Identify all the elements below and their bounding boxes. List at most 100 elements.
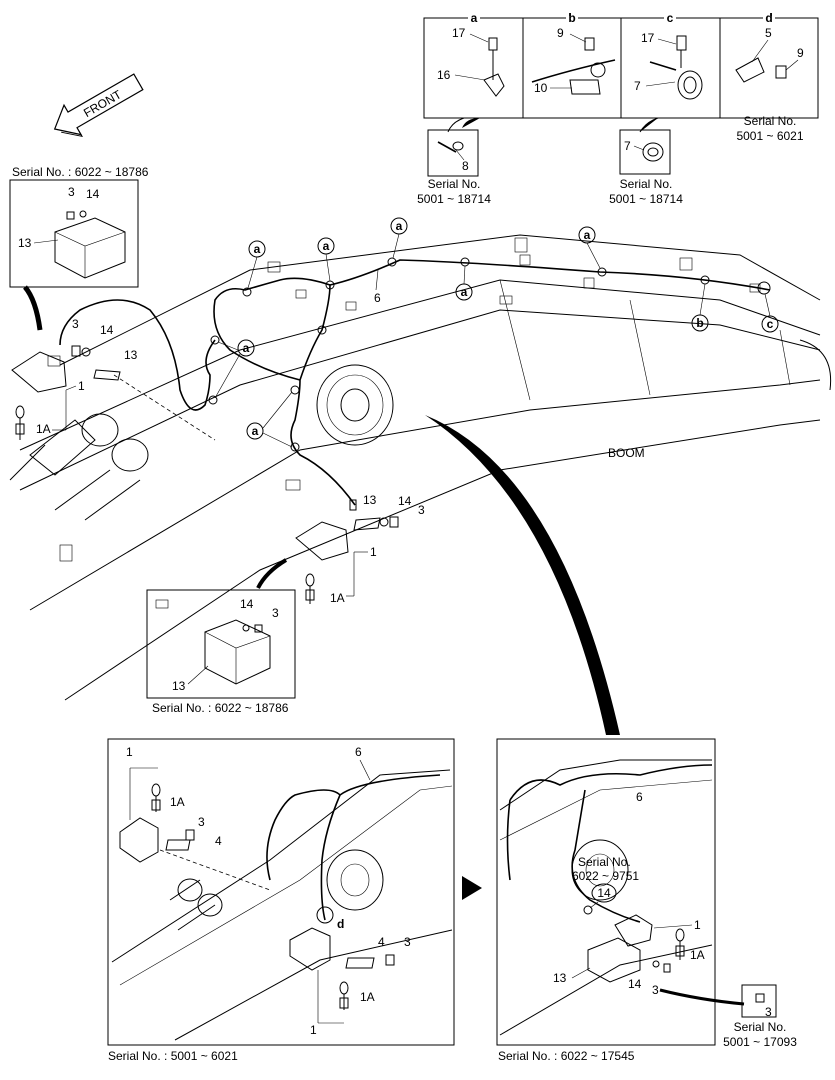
callout-1a-mid: 1A <box>330 591 345 605</box>
mid-inset-callout-14: 14 <box>240 597 254 611</box>
clip-callouts: a a a a a a a b c 6 <box>214 217 779 448</box>
callout-14-left: 14 <box>100 323 114 337</box>
mid-inset-serial: Serial No. : 6022 ~ 18786 <box>152 701 289 715</box>
serial-d-range: 5001 ~ 6021 <box>736 129 803 143</box>
bl-clip-d-circle <box>316 906 334 924</box>
bracket-icon <box>353 517 381 531</box>
callout-3-left: 3 <box>72 317 79 331</box>
br-sub-serial-label: Serial No. <box>578 855 631 869</box>
svg-text:a: a <box>254 242 261 256</box>
callout-16: 16 <box>437 68 451 82</box>
corner-callout-3: 3 <box>765 1005 772 1019</box>
wire-harness <box>59 257 771 506</box>
svg-text:c: c <box>767 317 774 331</box>
bl-callout-d: d <box>337 917 344 931</box>
callout-13-left: 13 <box>124 348 138 362</box>
front-arrow: FRONT <box>53 73 144 138</box>
inset-callout-3: 3 <box>68 185 75 199</box>
bracket-icon <box>569 79 601 95</box>
callout-10: 10 <box>534 81 548 95</box>
svg-text:c: c <box>667 11 674 25</box>
bl-callout-6: 6 <box>355 745 362 759</box>
serial-d-label: Serial No. <box>744 114 797 128</box>
callout-harness-6: 6 <box>374 291 381 305</box>
callout-1a-left: 1A <box>36 422 51 436</box>
bottom-left-serial: Serial No. : 5001 ~ 6021 <box>108 1049 238 1063</box>
bolt-icon <box>584 37 595 51</box>
top-detail-table: a b c d a b c d 17 16 9 10 17 <box>417 11 819 206</box>
callout-7-c: 7 <box>634 79 641 93</box>
serial-sub-a-range: 5001 ~ 18714 <box>417 192 491 206</box>
callout-1-left: 1 <box>78 379 85 393</box>
sweep-arrow <box>425 415 620 735</box>
svg-text:a: a <box>461 285 468 299</box>
inset-callout-14: 14 <box>86 187 100 201</box>
bracket-icon <box>735 57 765 83</box>
callout-9-b: 9 <box>557 26 564 40</box>
bulb-icon <box>339 981 349 1010</box>
serial-sub-c-label: Serial No. <box>620 177 673 191</box>
callout-3-mid: 3 <box>418 503 425 517</box>
serial-sub-c-range: 5001 ~ 18714 <box>609 192 683 206</box>
br-callout-1: 1 <box>694 918 701 932</box>
clip-callout-a: a <box>455 265 473 301</box>
left-inset: Serial No. : 6022 ~ 18786 3 14 13 <box>9 165 149 331</box>
sub-detail-c <box>619 129 671 175</box>
bl-callout-1a-bottom: 1A <box>360 990 375 1004</box>
callout-5: 5 <box>765 26 772 40</box>
work-lamp-icon <box>295 521 349 561</box>
br-callout-1a: 1A <box>690 948 705 962</box>
mid-inset-callout-13: 13 <box>172 679 186 693</box>
mid-work-lamp: 13 14 3 1 1A <box>256 479 425 605</box>
clip-callout-a: a <box>246 391 293 448</box>
br-callout-14-top: 14 <box>597 886 611 900</box>
callout-17-c: 17 <box>641 31 655 45</box>
boom-label: BOOM <box>608 446 645 460</box>
br-callout-6: 6 <box>636 790 643 804</box>
boom-pivot <box>316 364 394 446</box>
corner-inset: 3 Serial No. 5001 ~ 17093 <box>723 984 797 1049</box>
callout-17-a: 17 <box>452 26 466 40</box>
svg-text:a: a <box>471 11 478 25</box>
bl-callout-1-top: 1 <box>126 745 133 759</box>
bl-callout-4-bottom: 4 <box>378 935 385 949</box>
bl-callout-4-top: 4 <box>215 834 222 848</box>
bottom-right-panel: 6 Serial No. 6022 ~ 9751 14 1 1A 13 14 3… <box>496 738 745 1063</box>
svg-text:b: b <box>568 11 575 25</box>
bracket-icon <box>93 369 121 381</box>
boom-foot-right <box>111 438 149 472</box>
bracket-icon <box>345 957 375 969</box>
bolt-icon <box>775 65 787 79</box>
bottom-left-panel: 1 1A 3 4 6 d 4 3 1A 1 Serial No. : 5001 … <box>107 738 455 1063</box>
work-lamp-icon <box>289 927 331 971</box>
clip-callout-a: a <box>390 217 408 259</box>
next-arrow-icon <box>462 876 482 900</box>
bolt-icon <box>676 35 687 51</box>
callout-13-mid: 13 <box>363 493 377 507</box>
bl-callout-3-bottom: 3 <box>404 935 411 949</box>
svg-text:a: a <box>584 228 591 242</box>
bulb-icon <box>15 405 25 440</box>
svg-text:a: a <box>243 341 250 355</box>
callout-8: 8 <box>462 159 469 173</box>
clip-callout-a: a <box>214 339 255 399</box>
clip-callout-a: a <box>317 237 335 282</box>
bottom-right-serial: Serial No. : 6022 ~ 17545 <box>498 1049 635 1063</box>
boom-structure: BOOM <box>9 234 832 701</box>
mid-inset-callout-3: 3 <box>272 606 279 620</box>
bl-callout-1a-top: 1A <box>170 795 185 809</box>
bracket-icon <box>165 839 191 851</box>
corner-serial-range: 5001 ~ 17093 <box>723 1035 797 1049</box>
work-lamp-icon <box>119 817 159 863</box>
svg-text:b: b <box>696 316 703 330</box>
serial-sub-a-label: Serial No. <box>428 177 481 191</box>
br-callout-13: 13 <box>553 971 567 985</box>
bl-callout-3-top: 3 <box>198 815 205 829</box>
cover-icon <box>587 937 641 983</box>
clip-callout-a: a <box>247 240 266 289</box>
clamp-icon <box>677 70 703 100</box>
callout-9-d: 9 <box>797 46 804 60</box>
work-lamp-icon <box>11 351 67 393</box>
cover-icon <box>54 217 126 279</box>
